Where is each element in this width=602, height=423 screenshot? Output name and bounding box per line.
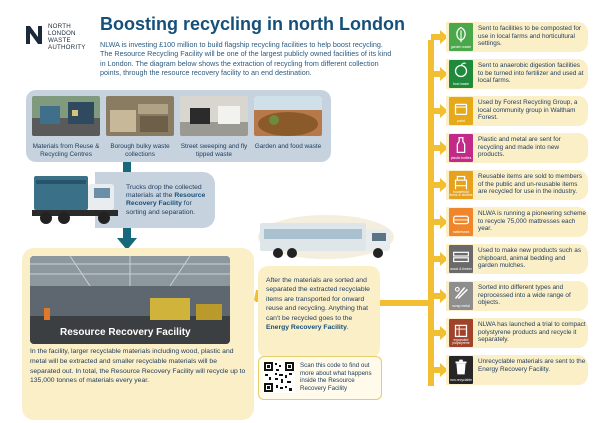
source-label: Materials from Reuse & Recycling Centres: [32, 143, 100, 158]
facility-description: In the facility, larger recyclable mater…: [30, 348, 246, 385]
icon-caption: food waste: [452, 82, 470, 87]
food-waste-icon: food waste: [449, 60, 473, 88]
source-bulky-waste: Borough bulky waste collections: [106, 96, 174, 158]
icon-caption: paint: [457, 119, 465, 124]
garden-food-photo: [254, 96, 322, 136]
outcome-text: Plastic and metal are sent for recycling…: [478, 136, 561, 159]
outcome-text: Used by Forest Recycling Group, a local …: [478, 99, 578, 122]
bulky-waste-photo: [106, 96, 174, 136]
erf-highlight: Energy Recovery Facility: [266, 324, 347, 332]
intro-paragraph: NLWA is investing £100 million to build …: [100, 40, 392, 77]
skip-truck-illustration: [32, 176, 118, 224]
facility-name-highlight: Resource Recovery Facility: [126, 192, 206, 208]
trunk-arrow: [428, 40, 434, 386]
bottle-icon: plastic bottles: [449, 134, 473, 162]
icon-caption: expanded polystyrene: [452, 337, 470, 346]
transport-panel: [258, 266, 380, 358]
wood-icon: wood & timber: [449, 245, 473, 273]
facility-label: Resource Recovery Facility: [60, 327, 191, 338]
rubbish-bin-icon: non-recyclable: [449, 356, 473, 384]
source-reuse-centres: Materials from Reuse & Recycling Centres: [32, 96, 100, 158]
outcome-text: Unrecyclable materials are sent to the E…: [478, 358, 586, 373]
icon-caption: mattresses: [452, 230, 470, 235]
outcome-text: Reusable items are sold to members of th…: [478, 173, 583, 196]
icon-caption: wood & timber: [450, 267, 472, 272]
lorry-illustration: [258, 215, 394, 259]
street-sweeping-photo: [180, 96, 248, 136]
paint-icon: paint: [449, 97, 473, 125]
source-label: Garden and food waste: [254, 143, 322, 150]
mattress-icon: mattresses: [449, 208, 473, 236]
outcome-text: Used to make new products such as chipbo…: [478, 247, 582, 270]
icon-caption: plastic bottles: [450, 156, 472, 161]
source-label: Borough bulky waste collections: [110, 143, 170, 158]
source-garden-food: Garden and food waste: [254, 96, 322, 151]
transport-description: After the materials are sorted and separ…: [266, 277, 370, 332]
truck-description: Trucks drop the collected materials at t…: [126, 184, 206, 216]
source-label: Street sweeping and fly tipped waste: [180, 143, 248, 158]
qr-code[interactable]: [263, 361, 295, 393]
outcome-text: Sorted into different types and reproces…: [478, 284, 571, 307]
outcome-text: Sent to facilities to be composted for u…: [478, 25, 582, 48]
truck-info-panel: [95, 172, 215, 228]
outcome-text: NLWA is running a pioneering scheme to r…: [478, 210, 586, 233]
middle-to-trunk-arrow: [380, 300, 428, 306]
qr-caption: Scan this code to find out more about wh…: [300, 362, 372, 392]
furniture-icon: household items & clothes: [449, 171, 473, 199]
nlwa-logo-icon: [26, 26, 42, 44]
icon-caption: scrap metal: [452, 304, 470, 309]
page-title: Boosting recycling in north London: [100, 14, 405, 34]
source-street-sweeping: Street sweeping and fly tipped waste: [180, 96, 248, 158]
polystyrene-icon: expanded polystyrene: [449, 319, 473, 347]
scrap-metal-icon: scrap metal: [449, 282, 473, 310]
outcome-text: NLWA has launched a trial to compact pol…: [478, 321, 586, 344]
icon-caption: non-recyclable: [449, 378, 473, 383]
facility-interior-photo: [30, 256, 230, 344]
icon-caption: household items & clothes: [449, 189, 473, 198]
icon-caption: garden waste: [450, 45, 472, 50]
reuse-centre-photo: [32, 96, 100, 136]
garden-waste-icon: garden waste: [449, 23, 473, 51]
down-arrow-2: [117, 228, 137, 250]
outcome-text: Sent to anaerobic digestion facilities t…: [478, 62, 584, 85]
